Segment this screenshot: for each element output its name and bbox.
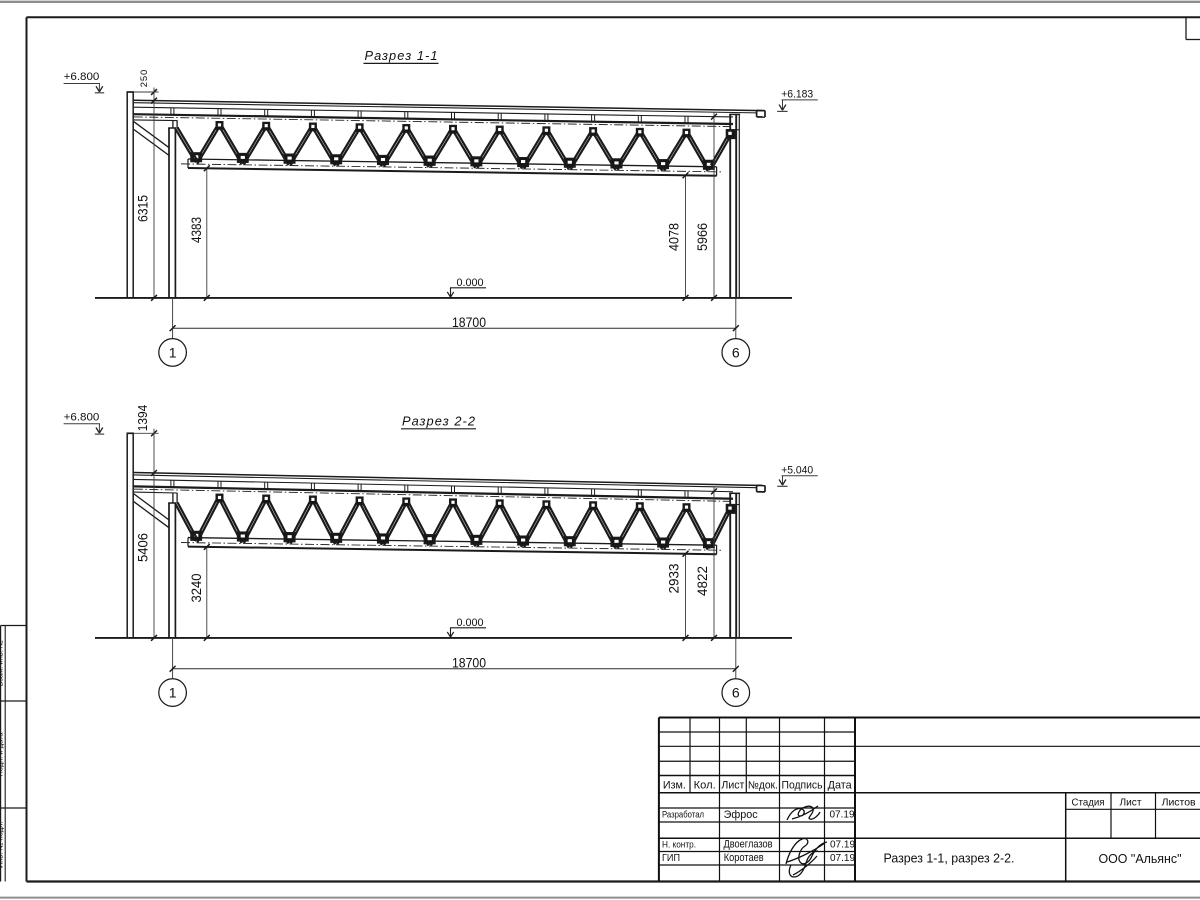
svg-text:18700: 18700: [452, 655, 486, 670]
svg-text:Разрез 1-1, разрез 2-2.: Разрез 1-1, разрез 2-2.: [884, 851, 1015, 866]
svg-text:5406: 5406: [135, 533, 151, 562]
svg-text:4078: 4078: [666, 223, 682, 251]
svg-text:ГИП: ГИП: [662, 853, 680, 864]
svg-text:Разрез 1-1: Разрез 1-1: [365, 48, 438, 63]
svg-text:07.19: 07.19: [830, 853, 855, 864]
svg-text:Разрез 2-2: Разрез 2-2: [402, 414, 475, 429]
svg-text:Листов: Листов: [1162, 797, 1196, 808]
svg-text:Кол.: Кол.: [694, 780, 716, 792]
svg-text:+6.800: +6.800: [64, 411, 100, 423]
svg-text:1394: 1394: [135, 405, 150, 432]
svg-text:Коротаев: Коротаев: [724, 852, 764, 864]
svg-text:+5.040: +5.040: [781, 464, 813, 476]
svg-text:Н. контр.: Н. контр.: [662, 839, 696, 850]
svg-text:4383: 4383: [188, 217, 204, 243]
svg-text:07.19: 07.19: [830, 839, 855, 850]
svg-text:1: 1: [169, 344, 177, 360]
svg-text:Взам. инв. №: Взам. инв. №: [0, 640, 5, 686]
svg-text:6: 6: [732, 344, 740, 360]
svg-text:Дата: Дата: [828, 780, 852, 792]
svg-text:2933: 2933: [666, 563, 682, 593]
svg-text:1: 1: [169, 685, 177, 701]
svg-text:Инв. № подл.: Инв. № подл.: [0, 821, 5, 868]
svg-text:ООО "Альянс": ООО "Альянс": [1099, 851, 1182, 866]
svg-text:Изм.: Изм.: [663, 780, 686, 792]
svg-text:5966: 5966: [694, 223, 710, 251]
svg-text:Эфрос: Эфрос: [724, 809, 758, 821]
svg-text:0.000: 0.000: [457, 617, 484, 629]
svg-text:4822: 4822: [694, 566, 710, 596]
svg-text:0.000: 0.000: [457, 277, 484, 289]
svg-text:18700: 18700: [452, 315, 486, 330]
svg-text:№док.: №док.: [748, 780, 778, 792]
svg-text:3240: 3240: [188, 573, 204, 602]
svg-text:Подпись: Подпись: [782, 780, 823, 792]
svg-text:+6.800: +6.800: [64, 71, 100, 83]
svg-text:Лист: Лист: [1120, 797, 1142, 808]
svg-text:Двоеглазов: Двоеглазов: [724, 839, 773, 851]
svg-text:Разработал: Разработал: [662, 810, 704, 821]
svg-text:Подп. и дата: Подп. и дата: [0, 732, 5, 777]
svg-text:Стадия: Стадия: [1072, 797, 1105, 808]
svg-text:6315: 6315: [135, 195, 151, 222]
svg-text:+6.183: +6.183: [781, 89, 813, 101]
svg-text:250: 250: [139, 70, 150, 88]
svg-text:Лист: Лист: [721, 780, 744, 792]
svg-text:6: 6: [732, 685, 740, 701]
svg-text:07.19: 07.19: [829, 809, 854, 820]
